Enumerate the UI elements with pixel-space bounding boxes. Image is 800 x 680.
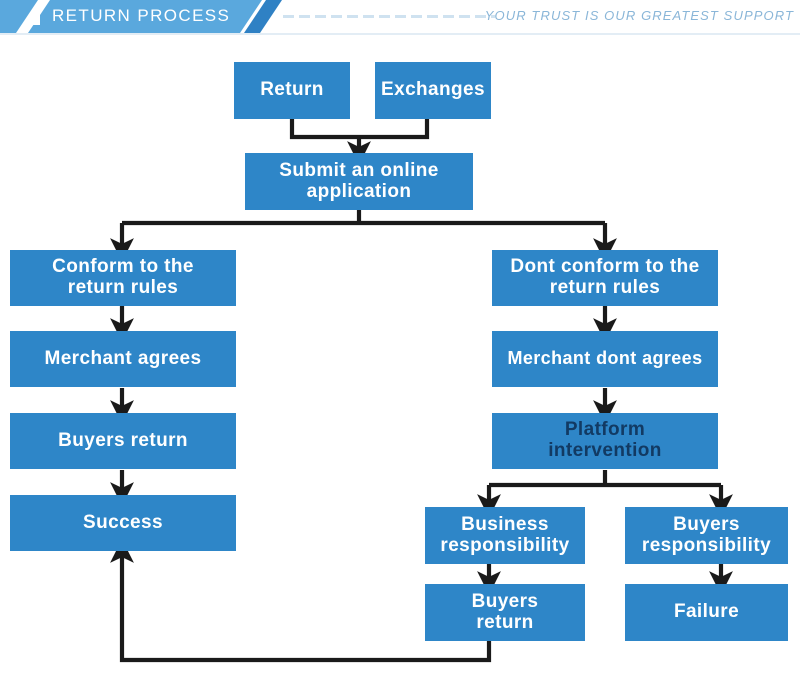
node-platform-line2: intervention <box>548 440 662 461</box>
node-buyers-return-right[interactable]: Buyers return <box>425 584 585 641</box>
flowchart: Return Exchanges Submit an online applic… <box>0 33 800 680</box>
node-merchant-disagrees-label: Merchant dont agrees <box>507 348 703 369</box>
node-conform-line2: return rules <box>67 277 179 298</box>
node-buyers-return-right-line1: Buyers <box>471 590 539 612</box>
node-dont-conform-to-return-rules[interactable]: Dont conform to the return rules <box>492 250 718 306</box>
page-title: RETURN PROCESS <box>52 6 231 25</box>
node-exchanges[interactable]: Exchanges <box>375 62 491 119</box>
node-business-resp-line1: Business <box>461 513 549 535</box>
node-platform-line1: Platform <box>564 419 646 441</box>
header-dashed-rule <box>283 15 495 18</box>
node-failure[interactable]: Failure <box>625 584 788 641</box>
flowchart-connectors <box>110 119 733 663</box>
node-buyers-return-left[interactable]: Buyers return <box>10 413 236 469</box>
page-header: RETURN PROCESS YOUR TRUST IS OUR GREATES… <box>0 0 800 35</box>
node-not-conform-line2: return rules <box>549 277 661 298</box>
node-submit-line2: application <box>306 180 412 202</box>
node-buyers-return-left-label: Buyers return <box>58 429 188 451</box>
edge-feedback-to-success <box>110 539 492 663</box>
edge-returnexchanges-merge <box>289 119 430 140</box>
node-submit-line1: Submit an online <box>279 159 439 181</box>
node-buyers-responsibility[interactable]: Buyers responsibility <box>625 507 788 564</box>
node-return[interactable]: Return <box>234 62 350 119</box>
header-tagline: YOUR TRUST IS OUR GREATEST SUPPORT <box>484 8 794 23</box>
node-merchant-agrees[interactable]: Merchant agrees <box>10 331 236 387</box>
header-bottom-rule <box>0 33 800 35</box>
node-merchant-agrees-label: Merchant agrees <box>44 347 202 369</box>
node-failure-label: Failure <box>673 601 740 623</box>
node-success[interactable]: Success <box>10 495 236 551</box>
node-buyers-resp-line1: Buyers <box>673 513 740 535</box>
node-conform-to-return-rules[interactable]: Conform to the return rules <box>10 250 236 306</box>
node-exchanges-label: Exchanges <box>381 79 485 101</box>
node-business-resp-line2: responsibility <box>440 534 570 556</box>
node-buyers-return-right-line2: return <box>476 611 534 633</box>
node-conform-line1: Conform to the <box>52 256 194 278</box>
square-bullet-icon <box>33 9 40 25</box>
node-platform-intervention[interactable]: Platform intervention <box>492 413 718 469</box>
node-buyers-resp-line2: responsibility <box>641 534 772 556</box>
node-business-responsibility[interactable]: Business responsibility <box>425 507 585 564</box>
node-merchant-dont-agrees[interactable]: Merchant dont agrees <box>492 331 718 387</box>
node-submit-application[interactable]: Submit an online application <box>245 153 473 210</box>
node-success-label: Success <box>83 511 163 533</box>
node-not-conform-line1: Dont conform to the <box>510 256 700 278</box>
node-return-label: Return <box>260 79 324 101</box>
